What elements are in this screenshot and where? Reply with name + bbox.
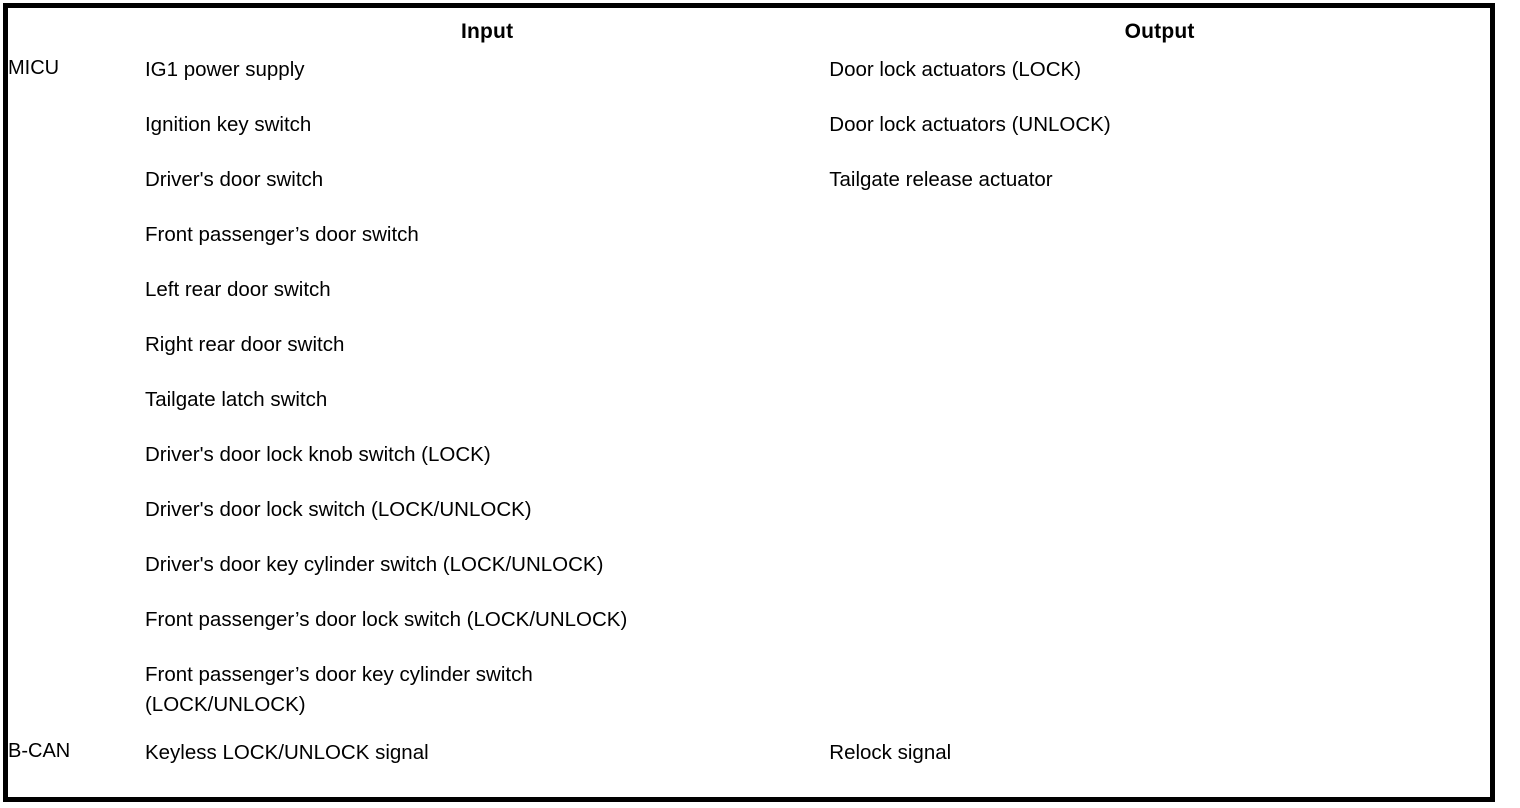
- list-item: Driver's door lock knob switch (LOCK): [144, 443, 491, 466]
- list-item: Driver's door key cylinder switch (LOCK/…: [144, 553, 604, 576]
- header-cell-system: [5, 5, 145, 55]
- list-item: Relock signal: [829, 741, 952, 764]
- list-item: Front passenger’s door key cylinder swit…: [144, 663, 533, 716]
- header-cell-output: Output: [829, 5, 1493, 55]
- list-item: Door lock actuators (LOCK): [829, 58, 1082, 81]
- list-item: Right rear door switch: [144, 333, 345, 356]
- header-cell-input: Input: [144, 5, 830, 55]
- table-header-row: Input Output: [5, 5, 1493, 55]
- row-output-list: Relock signal: [829, 726, 1493, 800]
- row-input-list: Keyless LOCK/UNLOCK signal: [144, 726, 830, 800]
- list-item: IG1 power supply: [144, 58, 305, 81]
- list-item: Driver's door lock switch (LOCK/UNLOCK): [144, 498, 532, 521]
- input-output-table: Input Output MICU IG1 power supply Ignit…: [3, 3, 1495, 802]
- list-item: Door lock actuators (UNLOCK): [829, 113, 1111, 136]
- row-system-label: B-CAN: [5, 726, 145, 800]
- row-input-list: IG1 power supply Ignition key switch Dri…: [144, 55, 830, 726]
- row-system-label: MICU: [5, 55, 145, 726]
- list-item: Tailgate latch switch: [144, 388, 328, 411]
- list-item: Keyless LOCK/UNLOCK signal: [144, 741, 429, 764]
- list-item: Ignition key switch: [144, 113, 312, 136]
- list-item: Front passenger’s door switch: [144, 223, 419, 246]
- table-row: B-CAN Keyless LOCK/UNLOCK signal Relock …: [5, 726, 1493, 800]
- list-item: Driver's door switch: [144, 168, 324, 191]
- row-output-list: Door lock actuators (LOCK) Door lock act…: [829, 55, 1493, 726]
- list-item: Left rear door switch: [144, 278, 331, 301]
- list-item: Tailgate release actuator: [829, 168, 1053, 191]
- table-row: MICU IG1 power supply Ignition key switc…: [5, 55, 1493, 726]
- list-item: Front passenger’s door lock switch (LOCK…: [144, 608, 628, 631]
